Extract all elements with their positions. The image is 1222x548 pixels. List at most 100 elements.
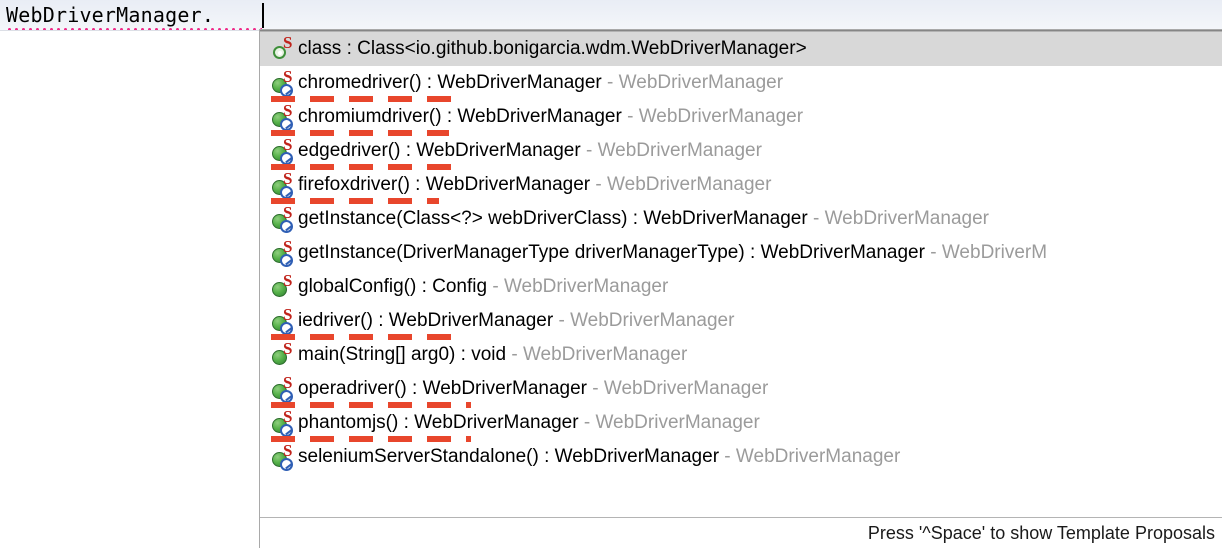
proposal-label: main(String[] arg0) : void - WebDriverMa…: [298, 343, 687, 367]
proposal-separator: :: [341, 38, 358, 59]
proposal-qualifier: WebDriverM: [941, 242, 1048, 263]
proposal-type: WebDriverManager: [554, 446, 720, 467]
static-badge-icon: S: [283, 373, 293, 392]
public-method-icon: S: [271, 373, 295, 403]
proposal-label: seleniumServerStandalone() : WebDriverMa…: [298, 445, 900, 469]
public-method-icon: S: [271, 67, 295, 97]
proposal-separator: :: [744, 242, 761, 263]
proposal-type: WebDriverManager: [457, 106, 622, 127]
proposal-qualifier-dash: -: [487, 276, 504, 297]
static-badge-icon: S: [283, 67, 293, 86]
proposal-label: phantomjs() : WebDriverManager - WebDriv…: [298, 411, 760, 435]
proposal-name: getInstance(DriverManagerType driverMana…: [298, 242, 745, 263]
proposal-qualifier-dash: -: [580, 140, 598, 161]
public-method-icon: S: [271, 271, 295, 299]
proposal-label: edgedriver() : WebDriverManager - WebDri…: [298, 139, 762, 163]
proposal-qualifier: WebDriverManager: [618, 72, 784, 93]
proposal-name: chromedriver(): [298, 72, 422, 93]
proposal-label: iedriver() : WebDriverManager - WebDrive…: [298, 309, 734, 333]
proposal-label: getInstance(DriverManagerType driverMana…: [298, 241, 1047, 265]
proposal-qualifier-dash: -: [924, 242, 942, 263]
proposal-separator: :: [421, 72, 438, 93]
proposal-label: chromedriver() : WebDriverManager - WebD…: [298, 71, 783, 95]
proposal-separator: :: [406, 378, 423, 399]
proposal-name: edgedriver(): [298, 140, 401, 161]
proposal-qualifier-dash: -: [621, 106, 639, 127]
static-badge-icon: S: [283, 339, 293, 358]
public-method-icon: S: [271, 102, 295, 131]
deprecated-badge-icon: [280, 220, 293, 233]
red-dashed-annotation: [271, 436, 471, 442]
popup-footer: Press '^Space' to show Template Proposal…: [260, 517, 1222, 548]
static-badge-icon: S: [283, 305, 293, 324]
public-method-icon: S: [271, 169, 295, 199]
proposal-type: Class<io.github.bonigarcia.wdm.WebDriver…: [357, 38, 807, 59]
class-member-glyph-icon: [273, 46, 286, 59]
proposal-qualifier-dash: -: [553, 310, 571, 331]
static-badge-icon: S: [283, 169, 293, 188]
proposal-label: globalConfig() : Config - WebDriverManag…: [298, 275, 668, 299]
proposal-separator: :: [416, 276, 433, 297]
public-method-icon: S: [271, 237, 295, 267]
proposal-label: firefoxdriver() : WebDriverManager - Web…: [298, 173, 771, 197]
public-method-icon: S: [271, 339, 295, 367]
proposal-separator: :: [409, 174, 426, 195]
proposal-qualifier-dash: -: [587, 378, 604, 399]
proposal-name: phantomjs(): [298, 412, 399, 433]
red-dashed-annotation: [271, 164, 459, 170]
proposal-name: class: [298, 38, 342, 59]
proposal-type: Config: [432, 276, 488, 297]
static-badge-icon: S: [283, 407, 293, 426]
proposal-qualifier: WebDriverManager: [735, 446, 901, 467]
static-badge-icon: S: [283, 33, 293, 52]
class-member-icon: S: [271, 33, 295, 61]
error-squiggle-underline: [6, 26, 262, 30]
editor-code-text: WebDriverManager.: [6, 3, 215, 27]
proposal-name: getInstance(Class<?> webDriverClass): [298, 208, 628, 229]
static-badge-icon: S: [283, 441, 293, 460]
proposal-name: globalConfig(): [298, 276, 417, 297]
red-dashed-annotation: [271, 334, 451, 340]
proposal-qualifier-dash: -: [578, 412, 596, 433]
static-badge-icon: S: [283, 237, 293, 256]
proposal-separator: :: [538, 446, 555, 467]
proposal-type: WebDriverManager: [643, 208, 808, 229]
red-dashed-annotation: [271, 198, 439, 204]
proposal-separator: :: [455, 344, 472, 365]
red-dashed-annotation: [271, 130, 449, 136]
static-badge-icon: S: [283, 203, 293, 222]
proposal-label: class : Class<io.github.bonigarcia.wdm.W…: [298, 37, 807, 61]
public-method-icon: S: [271, 305, 295, 335]
proposal-separator: :: [372, 310, 389, 331]
proposal-name: operadriver(): [298, 378, 407, 399]
proposal-qualifier: WebDriverManager: [603, 378, 769, 399]
proposal-label: chromiumdriver() : WebDriverManager - We…: [298, 105, 803, 129]
proposal-type: WebDriverManager: [414, 412, 579, 433]
static-badge-icon: S: [283, 271, 293, 290]
proposal-qualifier-dash: -: [807, 208, 825, 229]
proposal-label: getInstance(Class<?> webDriverClass) : W…: [298, 207, 989, 231]
proposal-separator: :: [441, 106, 458, 127]
public-member-glyph-icon: [272, 282, 287, 297]
proposal-type: WebDriverManager: [760, 242, 925, 263]
proposal-qualifier: WebDriverManager: [522, 344, 688, 365]
proposal-separator: :: [627, 208, 644, 229]
proposal-qualifier: WebDriverManager: [824, 208, 989, 229]
proposal-type: WebDriverManager: [416, 140, 581, 161]
